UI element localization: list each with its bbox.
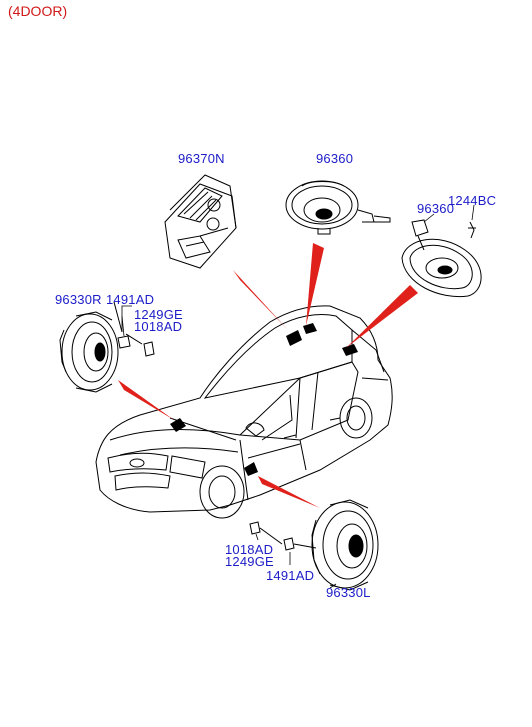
leader-lines bbox=[121, 204, 475, 589]
part-label-screw-1249-l[interactable]: 1249GE bbox=[225, 554, 274, 569]
mount-markers bbox=[170, 323, 358, 476]
rear-speaker-part bbox=[285, 180, 391, 235]
part-label-amp[interactable]: 96370N bbox=[178, 151, 225, 166]
part-label-rear-speaker-right[interactable]: 96360 bbox=[417, 201, 455, 216]
front-speaker-r-part bbox=[59, 301, 155, 393]
pointer-wedges bbox=[118, 243, 418, 508]
front-speaker-l-part bbox=[249, 499, 379, 591]
variant-label: (4DOOR) bbox=[8, 3, 68, 19]
part-label-front-speaker-l[interactable]: 96330L bbox=[326, 585, 371, 600]
part-label-rear-speaker[interactable]: 96360 bbox=[316, 151, 354, 166]
rear-speaker-right-part bbox=[401, 219, 482, 298]
part-label-screw-1018-l[interactable]: 1018AD bbox=[225, 542, 274, 557]
part-label-screw-1018-r[interactable]: 1018AD bbox=[134, 319, 183, 334]
part-label-screw-1491-r[interactable]: 1491AD bbox=[106, 292, 155, 307]
part-label-clip-bc[interactable]: 1244BC bbox=[448, 193, 497, 208]
part-label-front-speaker-r[interactable]: 96330R bbox=[55, 292, 102, 307]
car-illustration bbox=[95, 305, 393, 519]
part-label-screw-1249-r[interactable]: 1249GE bbox=[134, 307, 183, 322]
part-label-screw-1491-l[interactable]: 1491AD bbox=[266, 568, 315, 583]
amplifier-part bbox=[164, 174, 237, 269]
